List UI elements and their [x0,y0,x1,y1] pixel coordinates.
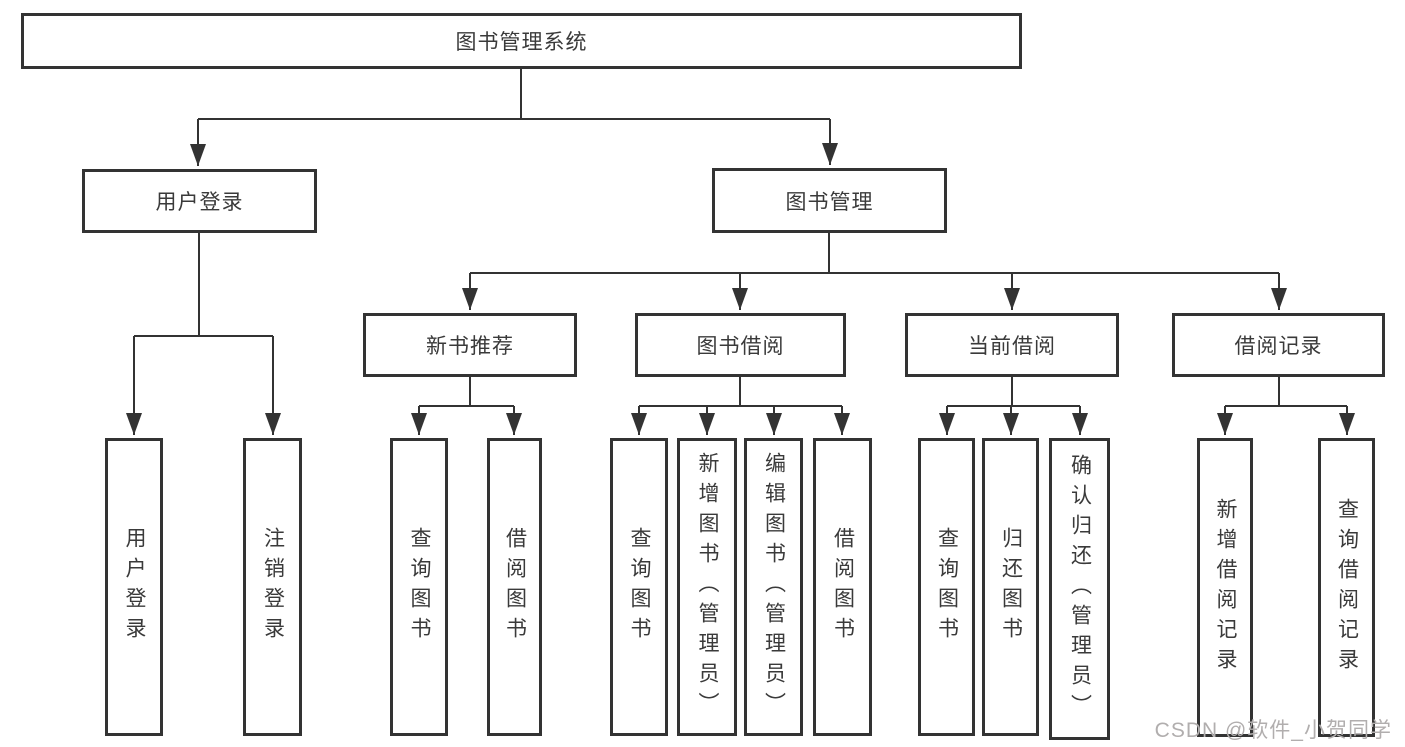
connector-bookmgmt-to-level3 [462,233,1287,310]
node-label: 用户登录 [123,527,146,647]
leaf-edit-books-admin: 编辑图书（管理员） [744,438,803,736]
node-label: 新增图书（管理员） [696,452,719,722]
node-label: 图书借阅 [696,335,785,358]
leaf-return-books: 归还图书 [982,438,1039,736]
csdn-watermark: CSDN @软件_小贺同学 [1154,719,1392,742]
node-label: 查询图书 [408,527,431,647]
leaf-borrow-books: 借阅图书 [813,438,872,736]
leaf-borrow-books-recommend: 借阅图书 [487,438,542,736]
node-label: 注销登录 [261,527,285,647]
node-new-book-recommend: 新书推荐 [363,313,577,377]
node-label: 新书推荐 [426,335,514,358]
connector-root-to-level2 [190,69,838,166]
node-label: 新增借阅记录 [1214,497,1237,678]
node-label: 查询借阅记录 [1335,497,1359,678]
leaf-confirm-return-admin: 确认归还（管理员） [1049,438,1110,740]
node-label: 查询图书 [628,527,651,647]
leaf-query-books-borrow: 查询图书 [610,438,668,736]
node-borrowing-records: 借阅记录 [1172,313,1385,377]
node-label: 借阅图书 [503,527,527,647]
leaf-query-borrow-record: 查询借阅记录 [1318,438,1375,737]
node-label: 归还图书 [999,527,1023,647]
node-label: 确认归还（管理员） [1068,454,1092,724]
node-user-login: 用户登录 [82,169,317,233]
node-label: 编辑图书（管理员） [762,452,786,722]
node-label: 图书管理 [785,190,874,214]
node-label: 当前借阅 [968,335,1056,358]
leaf-query-books-recommend: 查询图书 [390,438,448,736]
connector-newbook-children [411,377,522,435]
node-label: 借阅图书 [831,527,855,647]
node-label: 借阅记录 [1234,335,1323,358]
leaf-add-borrow-record: 新增借阅记录 [1197,438,1253,737]
node-library-system: 图书管理系统 [21,13,1022,69]
connector-login-children [126,233,281,435]
leaf-query-books-current: 查询图书 [918,438,975,736]
leaf-add-books-admin: 新增图书（管理员） [677,438,737,736]
node-book-borrowing: 图书借阅 [635,313,846,377]
connector-borrow-children [631,377,850,435]
node-current-borrowing: 当前借阅 [905,313,1119,377]
node-label: 用户登录 [155,191,244,214]
connector-current-children [939,377,1088,435]
connector-record-children [1217,377,1355,435]
node-label: 查询图书 [935,527,959,647]
leaf-logout: 注销登录 [243,438,302,736]
leaf-user-login: 用户登录 [105,438,163,736]
node-book-management: 图书管理 [712,168,947,233]
node-label: 图书管理系统 [455,31,588,54]
